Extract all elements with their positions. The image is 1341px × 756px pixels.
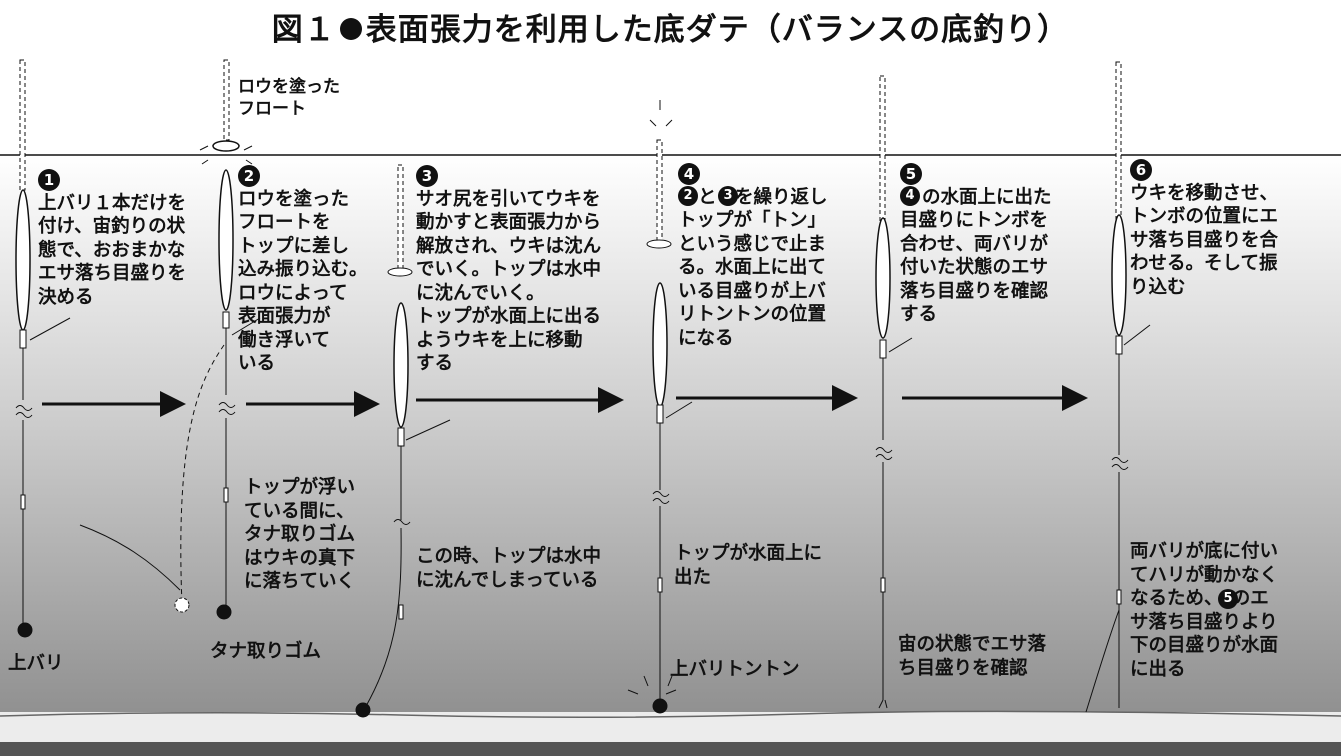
label-top-above: トップが水面上に 出た xyxy=(674,543,823,588)
step-2-text: 2 ロウを塗った フロートを トップに差し 込み振り込む。 ロウによって 表面張… xyxy=(238,165,368,374)
float-step-2 xyxy=(79,59,261,620)
label-both-hooks-ref-5: 5 xyxy=(1218,589,1238,609)
title-bullet-icon xyxy=(339,17,362,40)
step-4-number: 4 xyxy=(678,163,700,185)
arrow-1-2 xyxy=(42,391,186,417)
float-step-1 xyxy=(15,59,71,638)
step-2-number: 2 xyxy=(238,165,260,187)
bottom-strip xyxy=(0,742,1341,756)
label-top-sunk: この時、トップは水中 に沈んでしまっている xyxy=(416,546,602,591)
label-top-floats: トップが浮い ている間に、 タナ取りゴム はウキの真下 に落ちていく xyxy=(244,477,356,592)
step-5-number: 5 xyxy=(900,163,922,185)
step-6-text: 6 ウキを移動させ、 トンボの位置にエ サ落ち目盛りを合 わせる。そして振 り込… xyxy=(1130,159,1279,298)
label-upper-hook: 上バリ xyxy=(8,653,64,674)
step-1-number: 1 xyxy=(38,169,60,191)
lake-bottom-edge xyxy=(0,710,1341,719)
float-step-3 xyxy=(355,164,451,718)
label-check-float: 宙の状態でエサ落 ち目盛りを確認 xyxy=(898,634,1047,679)
step-4-ref-2: 2 xyxy=(678,186,698,206)
float-step-4 xyxy=(627,100,693,714)
arrow-2-3 xyxy=(246,391,380,417)
step-3-text: 3 サオ尻を引いてウキを 動かすと表面張力から 解放され、ウキは沈ん でいく。ト… xyxy=(416,165,602,374)
float-step-6 xyxy=(1085,61,1151,713)
step-1-text: 1 上バリ１本だけを 付け、宙釣りの状 態で、おおまかな エサ落ち目盛りを 決め… xyxy=(38,169,187,308)
step-4-ref-3: 3 xyxy=(718,186,738,206)
step-6-number: 6 xyxy=(1130,159,1152,181)
arrow-5-6 xyxy=(902,385,1088,411)
step-5-ref-4: 4 xyxy=(900,186,920,206)
arrow-3-4 xyxy=(416,387,624,413)
label-wax-float: ロウを塗った フロート xyxy=(238,77,340,119)
label-depth-rubber: タナ取りゴム xyxy=(210,641,322,662)
arrow-4-5 xyxy=(676,385,858,411)
label-upper-hook-tonton: 上バリトントン xyxy=(670,659,800,680)
step-3-number: 3 xyxy=(416,165,438,187)
float-step-5 xyxy=(875,75,913,709)
